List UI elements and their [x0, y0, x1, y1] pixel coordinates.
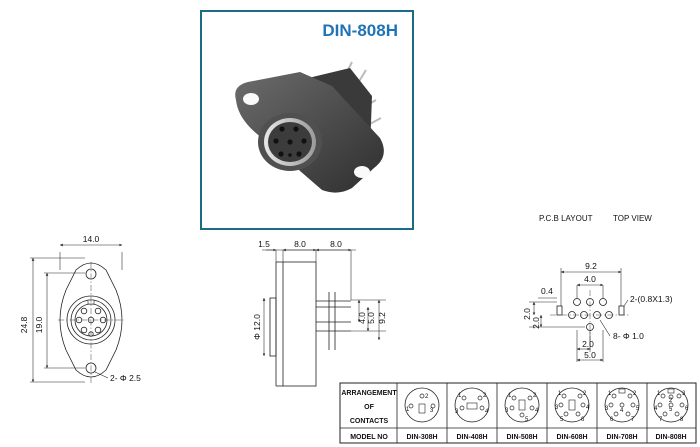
pin-label: 1	[458, 393, 462, 399]
pin-label: 8	[680, 417, 684, 423]
pin-label: 6	[610, 417, 614, 423]
pin-label: 4	[620, 408, 624, 414]
side-v2-dim: 5.0	[366, 312, 376, 324]
pin-label: 5	[636, 406, 640, 412]
arrangement-din-508h: 1 2 3 4 5	[504, 387, 540, 423]
pin-label: 2	[425, 394, 429, 400]
pcb-slot-dim: 2-(0.8X1.3)	[630, 294, 673, 304]
pin-label: 3	[555, 405, 559, 411]
front-width-dim: 14.0	[83, 234, 100, 244]
pin-label: 7	[631, 417, 635, 423]
arrangement-din-408h: 1 2 3 4	[454, 387, 490, 423]
product-photo-panel: DIN-808H	[200, 10, 414, 230]
pcb-bottom-dim-b: 5.0	[584, 350, 596, 360]
pin-label: 4	[485, 409, 489, 415]
pin-label: 4	[586, 405, 590, 411]
pcb-bottom-dim-a: 2.0	[582, 339, 594, 349]
front-outer-height-dim: 24.8	[19, 316, 29, 333]
pin-label: 2	[583, 391, 587, 397]
pcb-inner-width-dim: 4.0	[584, 274, 596, 284]
arrangement-din-708h: 1 2 3 4 5 6 7	[604, 387, 640, 423]
pcb-heading: P.C.B LAYOUT	[539, 214, 593, 223]
pin-label: 2	[669, 398, 673, 404]
side-v1-dim: 4.0	[357, 312, 367, 324]
pcb-offset-dim: 0.4	[541, 286, 553, 296]
connector-photo	[235, 61, 384, 193]
pcb-left-dim-a: 2.0	[522, 308, 532, 320]
model-din-608h: DIN-608H	[556, 434, 587, 441]
pin-label: 4	[654, 406, 658, 412]
pin-label: 3	[455, 409, 459, 415]
pin-label: 2	[483, 393, 487, 399]
pcb-pin-dim: 8- Φ 1.0	[613, 331, 644, 341]
side-dim-b: 8.0	[294, 239, 306, 249]
front-hole-dim: 2- Φ 2.5	[110, 373, 141, 383]
pin-label: 1	[406, 407, 410, 413]
pin-label: 1	[508, 393, 512, 399]
table-model-header: MODEL NO	[350, 434, 388, 441]
front-view: 14.0 24.8 19.0 2- Φ 2.5	[19, 234, 141, 384]
pcb-total-width-dim: 9.2	[585, 261, 597, 271]
pin-label: 3	[682, 391, 686, 397]
table-header-line-3: CONTACTS	[350, 418, 389, 425]
arrangement-din-808h: 1 2 3 4 5 6 7 8	[653, 387, 689, 423]
pin-label: 1	[558, 391, 562, 397]
pin-label: 1	[608, 391, 612, 397]
table-header-line-2: OF	[364, 404, 374, 411]
model-din-408h: DIN-408H	[456, 434, 487, 441]
pin-label: 3	[505, 408, 509, 414]
pin-label: 3	[605, 406, 609, 412]
pin-label: 6	[685, 406, 689, 412]
model-din-808h: DIN-808H	[655, 434, 686, 441]
side-v3-dim: 9.2	[377, 312, 387, 324]
model-din-308h: DIN-308H	[406, 434, 437, 441]
model-din-708h: DIN-708H	[606, 434, 637, 441]
pin-label: 5	[669, 407, 673, 413]
product-title: DIN-808H	[322, 21, 398, 40]
model-din-508h: DIN-508H	[506, 434, 537, 441]
arrangement-din-608h: 1 2 3 4 5 6	[554, 387, 590, 423]
pcb-layout: P.C.B LAYOUT TOP VIEW 9.2 4.0 0.4 2.0 2.…	[522, 214, 673, 362]
pin-label: 7	[659, 417, 663, 423]
pin-label: 2	[633, 391, 637, 397]
side-dim-a: 1.5	[258, 239, 270, 249]
pin-label: 4	[535, 408, 539, 414]
arrangement-din-308h: 1 2 3	[404, 387, 440, 423]
pin-label: 5	[560, 417, 564, 423]
contact-table: ARRANGEMENT OF CONTACTS MODEL NO 1 2 3 1…	[339, 382, 697, 444]
side-dim-c: 8.0	[330, 239, 342, 249]
pin-label: 3	[430, 408, 434, 414]
pin-label: 1	[657, 391, 661, 397]
pin-label: 6	[581, 417, 585, 423]
pin-label: 2	[533, 393, 537, 399]
front-inner-height-dim: 19.0	[34, 316, 44, 333]
side-view: 1.5 8.0 8.0 Φ 12.0 4.0 5.0 9.2	[252, 239, 387, 387]
side-diameter-dim: Φ 12.0	[252, 314, 262, 340]
pin-label: 5	[525, 417, 529, 423]
pcb-left-dim-b: 2.0	[531, 317, 541, 329]
table-header-line-1: ARRANGEMENT	[341, 390, 397, 397]
pcb-heading-top-view: TOP VIEW	[613, 214, 652, 223]
